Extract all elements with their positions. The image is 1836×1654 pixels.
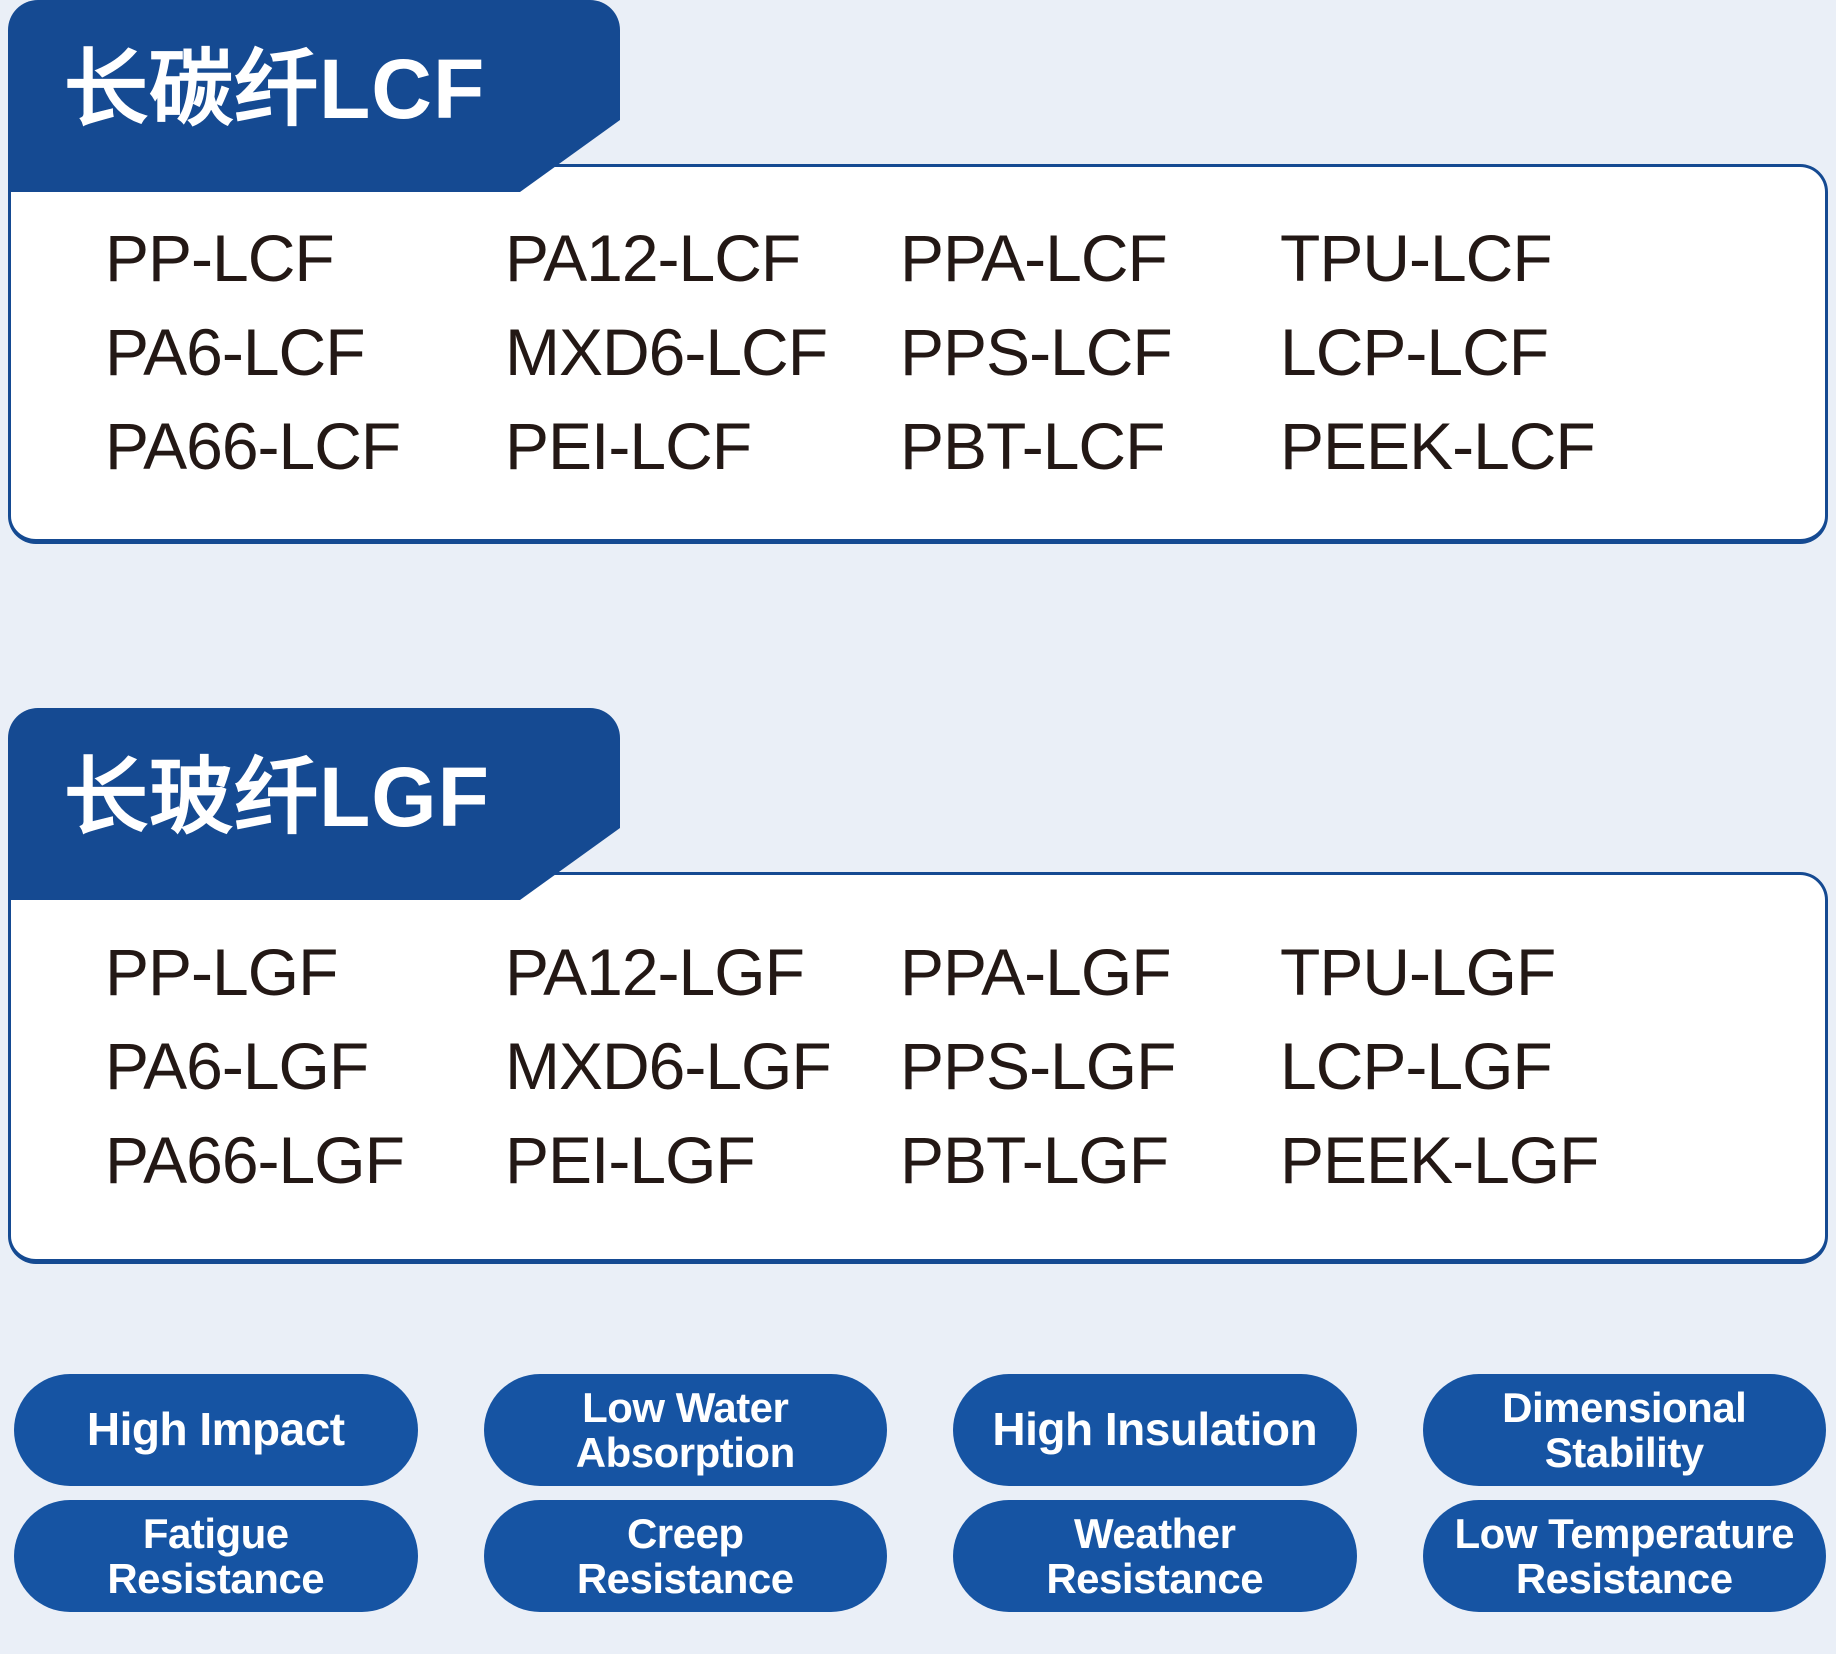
material-item: PEI-LGF: [505, 1122, 756, 1197]
property-badge-label: High Impact: [86, 1403, 345, 1456]
material-item: PBT-LGF: [900, 1122, 1169, 1197]
property-badge-group: High Impact Low Water Absorption High In…: [14, 1374, 1826, 1612]
material-item: TPU-LCF: [1280, 221, 1553, 296]
material-item: PEI-LCF: [505, 408, 752, 483]
material-item: PPS-LCF: [900, 315, 1173, 390]
section-tab-lcf: 长碳纤LCF: [8, 0, 620, 192]
material-item: LCP-LGF: [1280, 1029, 1553, 1104]
property-badge-label: Creep Resistance: [576, 1509, 794, 1602]
property-badge-label: Weather Resistance: [1046, 1509, 1264, 1602]
material-card-lgf: PP-LGF PA12-LGF PPA-LGF TPU-LGF PA6-LGF …: [8, 872, 1828, 1264]
section-lgf: 长玻纤LGF PP-LGF PA12-LGF PPA-LGF TPU-LGF P…: [8, 708, 1828, 1264]
material-card-lcf: PP-LCF PA12-LCF PPA-LCF TPU-LCF PA6-LCF …: [8, 164, 1828, 544]
material-item: PA12-LCF: [505, 221, 801, 296]
property-badge-low-temperature-resistance: Low Temperature Resistance: [1422, 1500, 1826, 1612]
material-item: TPU-LGF: [1280, 935, 1556, 1010]
material-item: PEEK-LCF: [1280, 408, 1596, 483]
material-item: PEEK-LGF: [1280, 1122, 1599, 1197]
property-badge-label: High Insulation: [992, 1403, 1318, 1456]
property-badge-weather-resistance: Weather Resistance: [953, 1500, 1357, 1612]
property-badge-high-impact: High Impact: [14, 1374, 418, 1486]
section-tab-lgf: 长玻纤LGF: [8, 708, 620, 900]
material-item: PPA-LGF: [900, 935, 1172, 1010]
property-badge-dimensional-stability: Dimensional Stability: [1422, 1374, 1826, 1486]
material-item: PP-LCF: [105, 221, 335, 296]
material-item: MXD6-LCF: [505, 315, 828, 390]
section-title-lgf: 长玻纤LGF: [64, 750, 490, 844]
material-grid-lcf: PP-LCF PA12-LCF PPA-LCF TPU-LCF PA6-LCF …: [45, 197, 1791, 509]
material-item: PA12-LGF: [505, 935, 805, 1010]
material-item: PPS-LGF: [900, 1029, 1176, 1104]
material-item: PA66-LGF: [105, 1122, 405, 1197]
material-item: MXD6-LGF: [505, 1029, 832, 1104]
material-item: PP-LGF: [105, 935, 338, 1010]
material-item: PA6-LGF: [105, 1029, 369, 1104]
material-grid-lgf: PP-LGF PA12-LGF PPA-LGF TPU-LGF PA6-LGF …: [45, 905, 1791, 1229]
material-item: LCP-LCF: [1280, 315, 1549, 390]
section-title-lcf: 长碳纤LCF: [64, 42, 486, 136]
property-badge-label: Low Water Absorption: [575, 1383, 795, 1476]
property-badge-creep-resistance: Creep Resistance: [483, 1500, 887, 1612]
material-item: PBT-LCF: [900, 408, 1165, 483]
material-item: PA66-LCF: [105, 408, 401, 483]
property-badge-label: Low Temperature Resistance: [1454, 1509, 1795, 1602]
section-lcf: 长碳纤LCF PP-LCF PA12-LCF PPA-LCF TPU-LCF P…: [8, 0, 1828, 544]
material-item: PPA-LCF: [900, 221, 1168, 296]
property-badge-high-insulation: High Insulation: [953, 1374, 1357, 1486]
material-item: PA6-LCF: [105, 315, 366, 390]
property-badge-low-water-absorption: Low Water Absorption: [483, 1374, 887, 1486]
property-badge-label: Fatigue Resistance: [107, 1509, 325, 1602]
property-badge-label: Dimensional Stability: [1502, 1383, 1747, 1476]
property-badge-fatigue-resistance: Fatigue Resistance: [14, 1500, 418, 1612]
